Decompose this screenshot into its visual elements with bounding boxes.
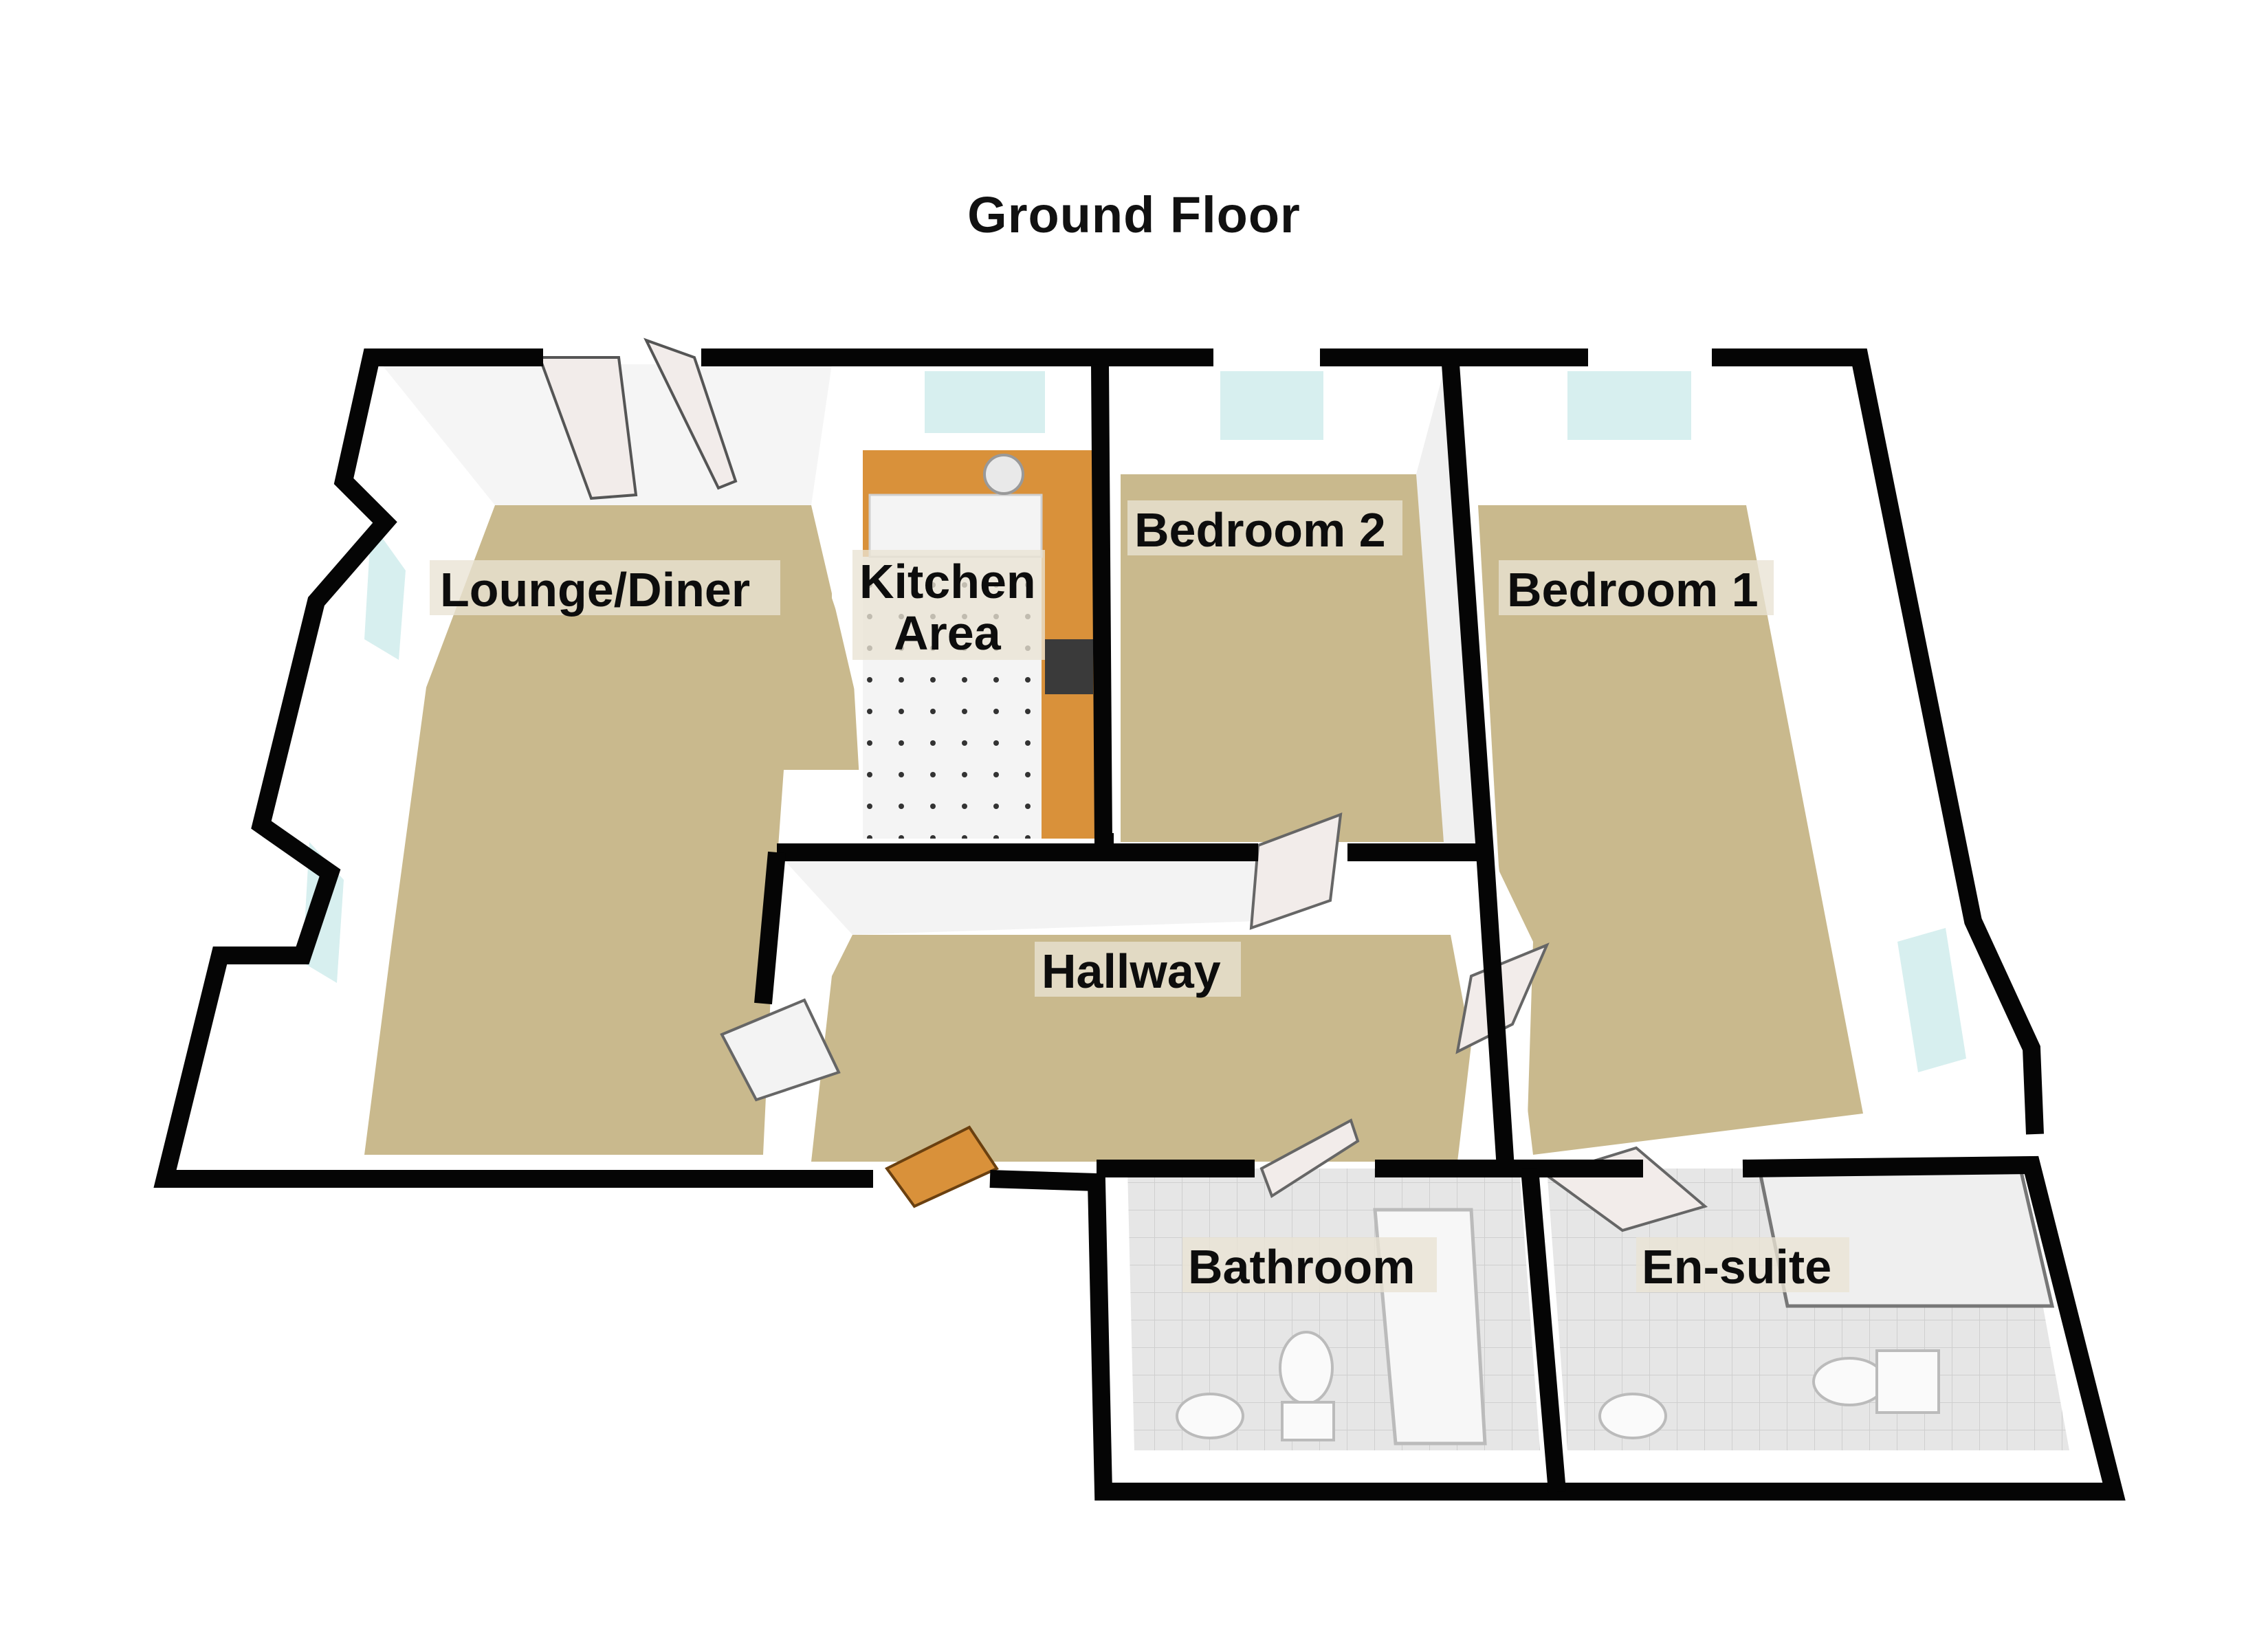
- hob-icon: [1045, 639, 1093, 694]
- bedroom-2-door: [1249, 812, 1343, 930]
- front-door: [884, 1125, 999, 1208]
- toilet-icon: [1279, 1331, 1334, 1405]
- room-labels: Lounge/Diner Kitchen Area Bedroom 2 Bedr…: [430, 500, 1849, 1294]
- bedroom-2-label: Bedroom 2: [1134, 503, 1386, 557]
- kitchen-label-line1: Kitchen: [859, 555, 1036, 608]
- walls: [153, 348, 2126, 1501]
- bedroom-1-window: [1567, 371, 1691, 440]
- bedroom-1-side-window: [1897, 928, 1966, 1072]
- hallway-room: [720, 812, 1550, 1208]
- french-door-right: [643, 337, 738, 490]
- kitchen-label-line2: Area: [894, 606, 1002, 660]
- bathroom-door: [1259, 1118, 1360, 1199]
- kitchen-window: [925, 371, 1045, 433]
- sink-icon: [983, 454, 1024, 495]
- bathroom-label: Bathroom: [1188, 1240, 1416, 1294]
- bedroom-2-room: [1114, 371, 1485, 842]
- french-door-left: [538, 356, 638, 500]
- en-suite-label: En-suite: [1642, 1240, 1831, 1294]
- lounge-diner-label: Lounge/Diner: [440, 563, 750, 617]
- en-suite-room: [1543, 1146, 2069, 1450]
- en-suite-basin-icon: [1598, 1393, 1667, 1439]
- hallway-label: Hallway: [1042, 944, 1221, 998]
- lounge-window-upper: [364, 522, 406, 660]
- page-title: Ground Floor: [967, 186, 1301, 243]
- en-suite-toilet-icon: [1812, 1357, 1886, 1406]
- bedroom-1-label: Bedroom 1: [1507, 563, 1759, 617]
- kitchen-units: [868, 494, 1043, 558]
- bedroom-2-window: [1220, 371, 1323, 440]
- hall-cupboard: [720, 998, 841, 1102]
- bathroom-basin-icon: [1176, 1393, 1244, 1439]
